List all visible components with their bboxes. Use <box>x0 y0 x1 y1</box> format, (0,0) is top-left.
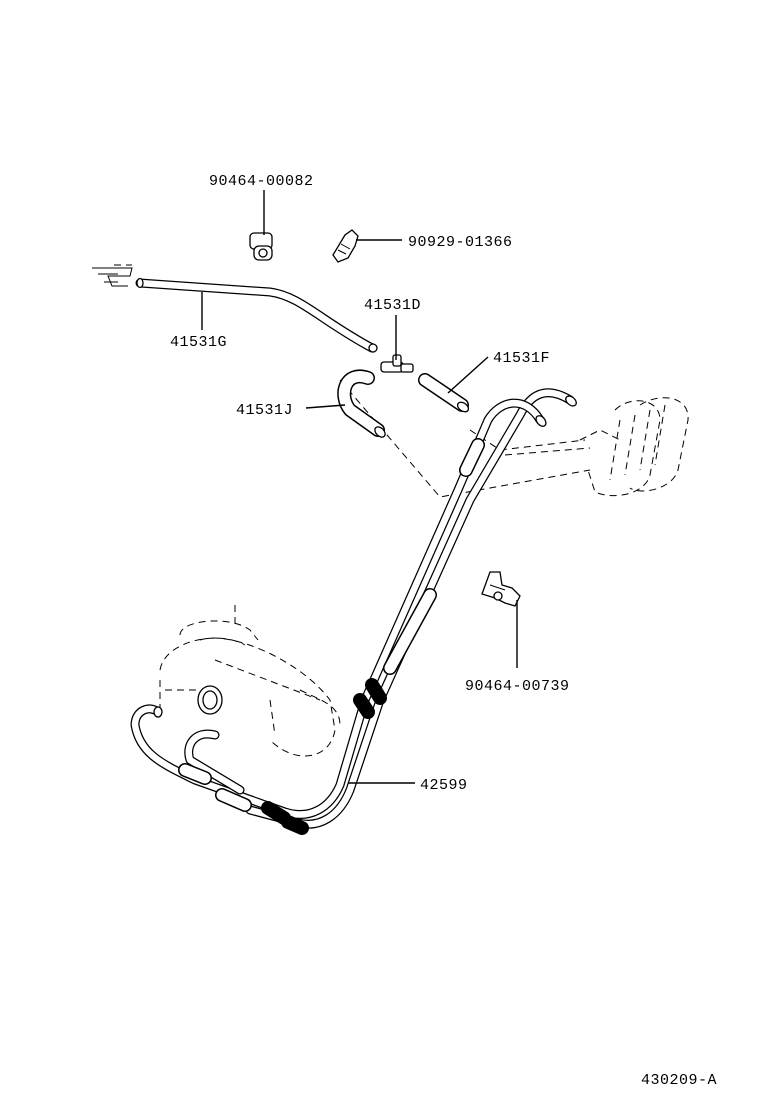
pipe-42599 <box>130 388 577 835</box>
clip-90929-01366 <box>332 229 359 263</box>
upper-right-assembly <box>579 397 689 497</box>
clamp-90464-00082 <box>249 232 273 261</box>
callout-42599: 42599 <box>420 777 468 794</box>
hose-41531G <box>92 264 378 353</box>
callout-90929-01366: 90929-01366 <box>408 234 513 251</box>
callout-90464-00082: 90464-00082 <box>209 173 314 190</box>
clamp-90464-00739 <box>481 571 521 607</box>
callout-90464-00739: 90464-00739 <box>465 678 570 695</box>
lower-left-assembly <box>159 605 341 757</box>
callout-41531F: 41531F <box>493 350 550 367</box>
drawing-number: 430209-A <box>641 1072 717 1089</box>
hose-41531F <box>418 373 470 413</box>
connector-41531D <box>380 354 414 373</box>
callout-41531D: 41531D <box>364 297 421 314</box>
callout-41531G: 41531G <box>170 334 227 351</box>
hose-41531J <box>337 369 386 438</box>
callout-41531J: 41531J <box>236 402 293 419</box>
leader-lines <box>201 190 518 784</box>
callout-labels: 90464-00082 90929-01366 41531G 41531D 41… <box>170 173 717 1089</box>
